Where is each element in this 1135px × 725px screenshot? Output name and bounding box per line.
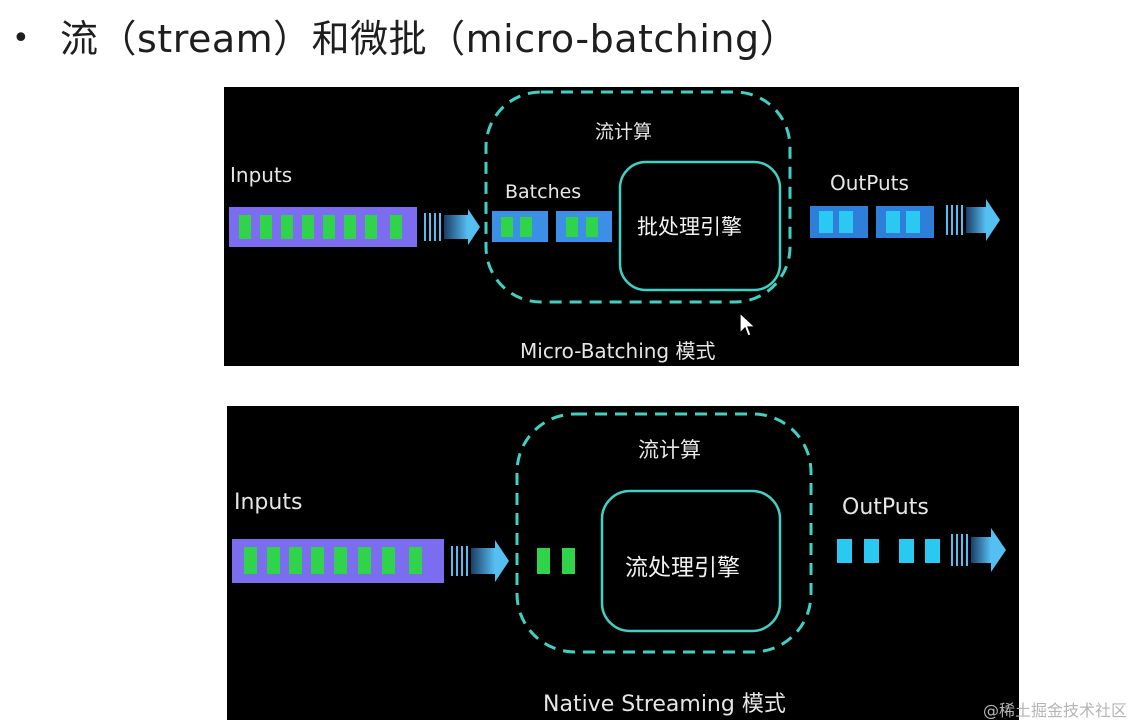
- input-cell: [358, 547, 371, 574]
- native-streaming-diagram: 流计算 Inputs 流处理引擎 OutPuts Native Streamin…: [227, 406, 1019, 720]
- stream-record: [537, 548, 550, 574]
- batch-block: [492, 211, 548, 242]
- input-cell: [267, 547, 280, 574]
- input-cell: [239, 215, 251, 239]
- watermark: @稀土掘金技术社区: [982, 701, 1127, 720]
- input-cell: [260, 215, 272, 239]
- input-cell: [344, 215, 356, 239]
- input-cell: [409, 547, 422, 574]
- output-record: [925, 539, 940, 563]
- input-cell: [302, 215, 314, 239]
- input-cells: [244, 547, 422, 574]
- batch-block: [556, 211, 612, 242]
- mode-label: Micro-Batching 模式: [520, 339, 716, 363]
- input-cells: [239, 215, 402, 239]
- outputs-label: OutPuts: [842, 495, 929, 520]
- mouse-cursor-icon: [739, 312, 757, 337]
- arrow-right-icon: [451, 540, 509, 582]
- output-record: [864, 539, 879, 563]
- stream-engine-label: 流处理引擎: [625, 555, 740, 581]
- input-cell: [323, 215, 335, 239]
- native-streaming-graphic: [232, 412, 1006, 654]
- arrow-right-icon: [946, 199, 1000, 241]
- input-cell: [289, 547, 302, 574]
- output-record: [837, 539, 852, 563]
- input-cell: [244, 547, 257, 574]
- stream-compute-label: 流计算: [638, 438, 701, 462]
- batch-engine-box: [618, 160, 782, 292]
- micro-batching-diagram: 流计算 Inputs Batches 批处理引擎 OutPuts Micro-B…: [224, 87, 1019, 366]
- output-block: [810, 206, 868, 238]
- outputs-label: OutPuts: [830, 171, 909, 195]
- arrow-right-icon: [951, 528, 1006, 572]
- micro-batching-graphic: [229, 90, 1000, 304]
- mode-label: Native Streaming 模式: [543, 692, 786, 717]
- stream-compute-boundary: [484, 90, 792, 304]
- input-cell: [311, 547, 324, 574]
- input-cell: [390, 215, 402, 239]
- stream-record: [562, 548, 575, 574]
- stream-compute-boundary: [515, 412, 813, 654]
- batch-engine-label: 批处理引擎: [637, 215, 742, 239]
- bullet-marker: •: [12, 21, 31, 56]
- arrow-right-icon: [424, 209, 480, 245]
- output-record: [899, 539, 914, 563]
- stream-engine-box: [600, 489, 782, 633]
- input-cell: [365, 215, 377, 239]
- slide-title: • 流（stream）和微批（micro-batching）: [12, 8, 798, 63]
- input-cell: [382, 547, 395, 574]
- batches-label: Batches: [505, 181, 582, 203]
- inputs-label: Inputs: [234, 490, 303, 515]
- stream-compute-label: 流计算: [595, 121, 653, 143]
- input-cell: [334, 547, 347, 574]
- slide-title-text: 流（stream）和微批（micro-batching）: [60, 17, 799, 61]
- output-block: [876, 206, 934, 238]
- input-cell: [281, 215, 293, 239]
- inputs-label: Inputs: [230, 163, 293, 187]
